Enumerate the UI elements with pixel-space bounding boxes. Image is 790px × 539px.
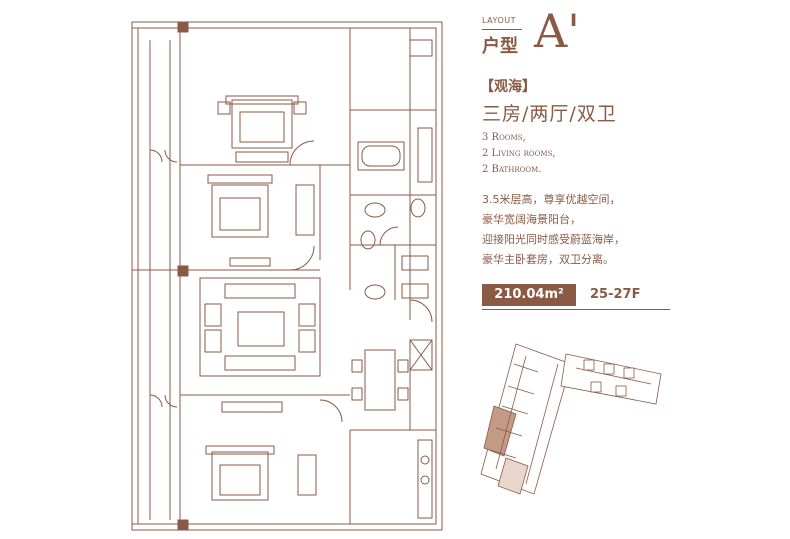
description-line: 豪华宽阔海景阳台， <box>482 213 581 226</box>
bathtub <box>357 141 405 171</box>
door-arc <box>164 149 178 163</box>
door-arc <box>149 394 163 408</box>
highlighted-unit <box>483 405 517 457</box>
key-plan <box>480 343 662 495</box>
sofa-bottom <box>224 355 296 371</box>
door-arc <box>289 245 315 271</box>
sofa-top <box>224 283 296 299</box>
highlighted-unit <box>497 457 529 495</box>
column <box>177 21 189 33</box>
description-line: 豪华主卧套房，双卫分离。 <box>482 253 614 266</box>
description-line: 迎接阳光同时感受蔚蓝海岸， <box>482 233 625 246</box>
area-badge: 210.04m² <box>482 284 576 306</box>
door-arc <box>164 394 178 408</box>
kitchen-counter <box>417 439 433 519</box>
armchair-right <box>298 303 316 327</box>
rug <box>199 277 321 377</box>
view-tag: 【观海】 <box>480 79 536 95</box>
rooms-cn: 三房/两厅/双卫 <box>482 103 617 125</box>
rooms-en-line: 3 Rooms, <box>482 132 526 143</box>
bed-3 <box>211 451 269 501</box>
description-line: 3.5米层高，尊享优越空间， <box>482 193 621 206</box>
layout-label: LAYOUT <box>482 16 516 25</box>
rooms-en-line: 2 Bathroom. <box>482 164 542 175</box>
sink <box>364 284 386 300</box>
coffee-table <box>237 311 285 347</box>
column <box>177 265 189 277</box>
door-arc <box>149 149 163 163</box>
dining-table <box>364 349 396 411</box>
floors-rule <box>482 309 670 310</box>
info-panel: LAYOUT 户型 A' 【观海】 三房/两厅/双卫 3 Rooms, 2 Li… <box>478 4 778 340</box>
layout-rule <box>482 29 522 30</box>
column <box>177 519 189 531</box>
bed-2 <box>211 184 269 238</box>
toilet <box>410 198 426 218</box>
layout-cn: 户型 <box>482 36 518 57</box>
door-arc <box>289 140 315 166</box>
building-wing <box>560 353 662 405</box>
rooms-en: 3 Rooms, 2 Living rooms, 2 Bathroom. <box>482 130 556 178</box>
layout-letter: A' <box>534 4 580 58</box>
armchair-left <box>204 303 222 327</box>
floor-plan <box>131 21 443 531</box>
floors-label: 25-27F <box>590 287 641 302</box>
rooms-en-line: 2 Living rooms, <box>482 148 556 159</box>
door-arc <box>379 226 399 246</box>
outer-wall <box>131 21 443 531</box>
description: 3.5米层高，尊享优越空间， 豪华宽阔海景阳台， 迎接阳光同时感受蔚蓝海岸， 豪… <box>482 190 625 270</box>
door-arc <box>319 399 343 423</box>
bed-1 <box>231 99 293 149</box>
door-arc <box>409 299 433 323</box>
